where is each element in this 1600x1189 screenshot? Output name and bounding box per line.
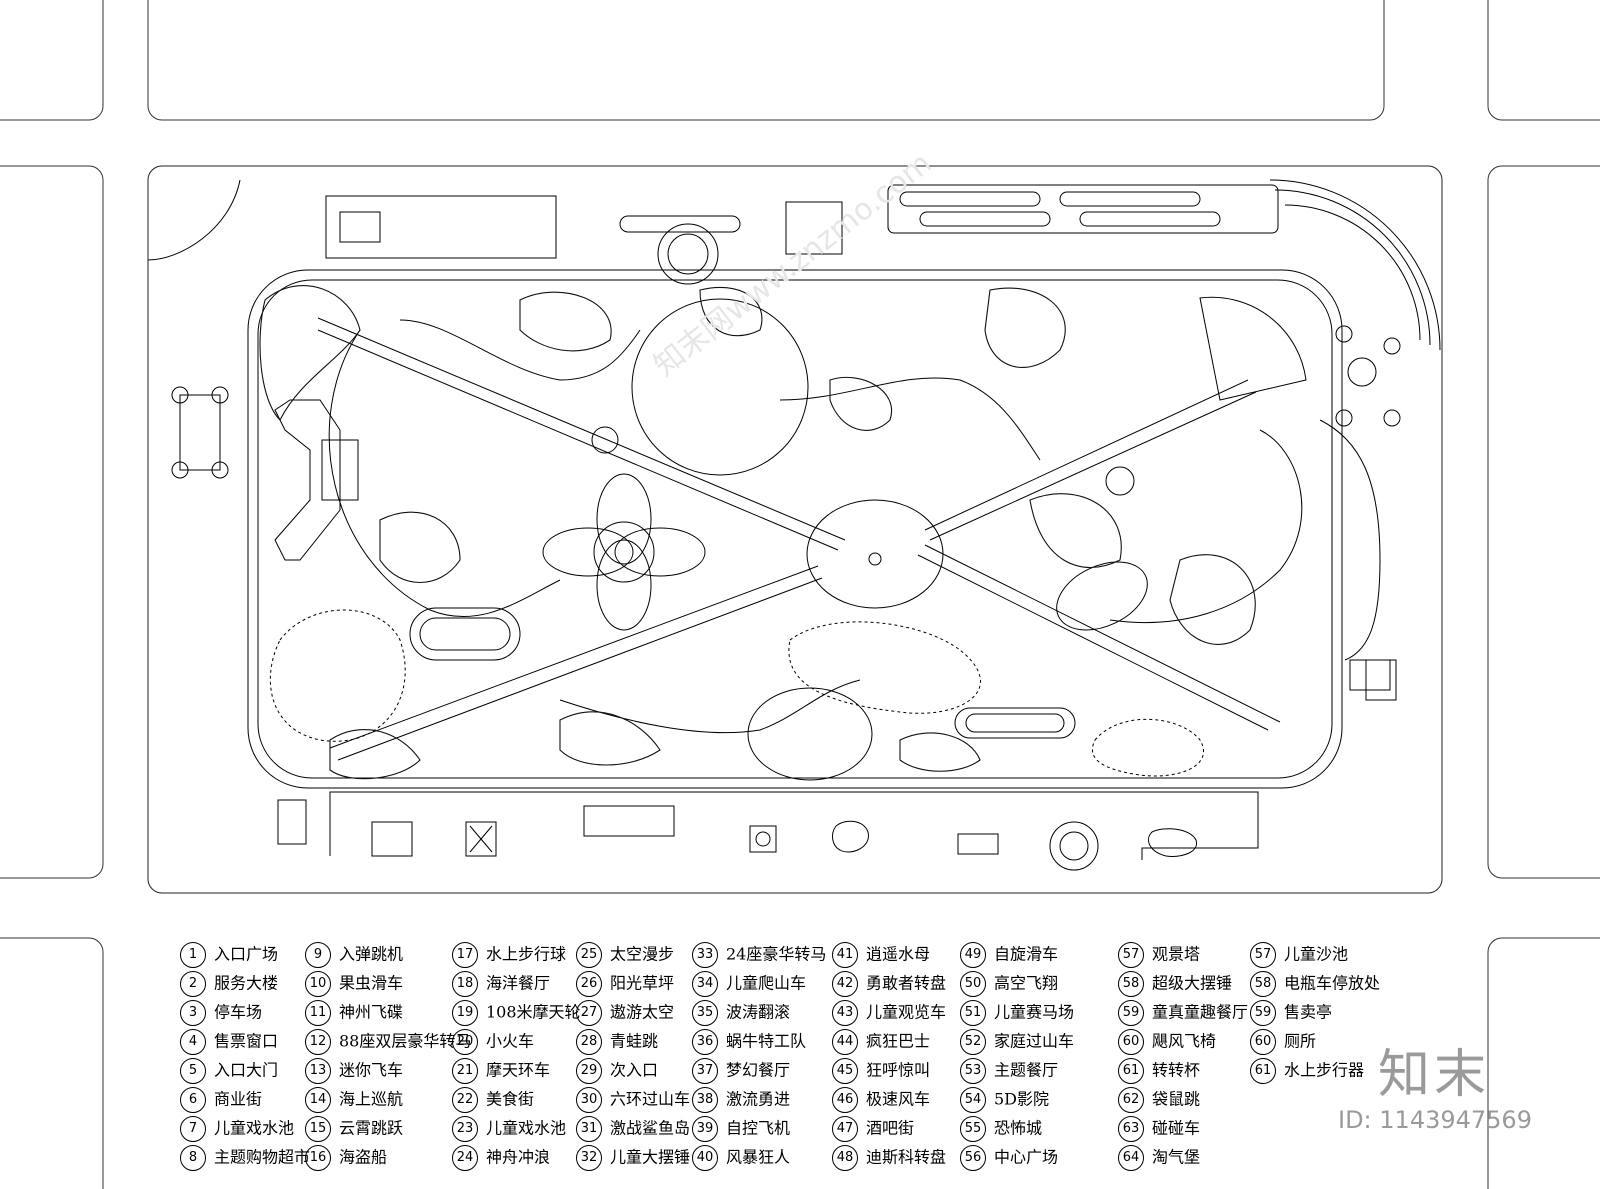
park-loop-inner [257,279,1333,779]
oval-pool [747,687,873,781]
lakes [269,609,1204,777]
right-plaza [1199,179,1441,661]
tree-clusters [259,285,1256,780]
central-plaza [806,499,944,609]
brand-logo: 知末 [1378,1045,1491,1105]
park-loop-outer [247,269,1343,789]
race-track [409,607,521,661]
leaf-pool [1056,561,1148,631]
slide-track [274,399,341,561]
flower-plaza [542,473,706,631]
left-entrance [147,179,1391,691]
site-boundary [147,165,1443,894]
image-id: ID: 1143947569 [1338,1106,1532,1134]
top-service-area [325,184,1279,285]
promenades [317,317,1281,761]
bottom-service-area [277,659,1397,871]
curved-paths [328,298,1303,734]
